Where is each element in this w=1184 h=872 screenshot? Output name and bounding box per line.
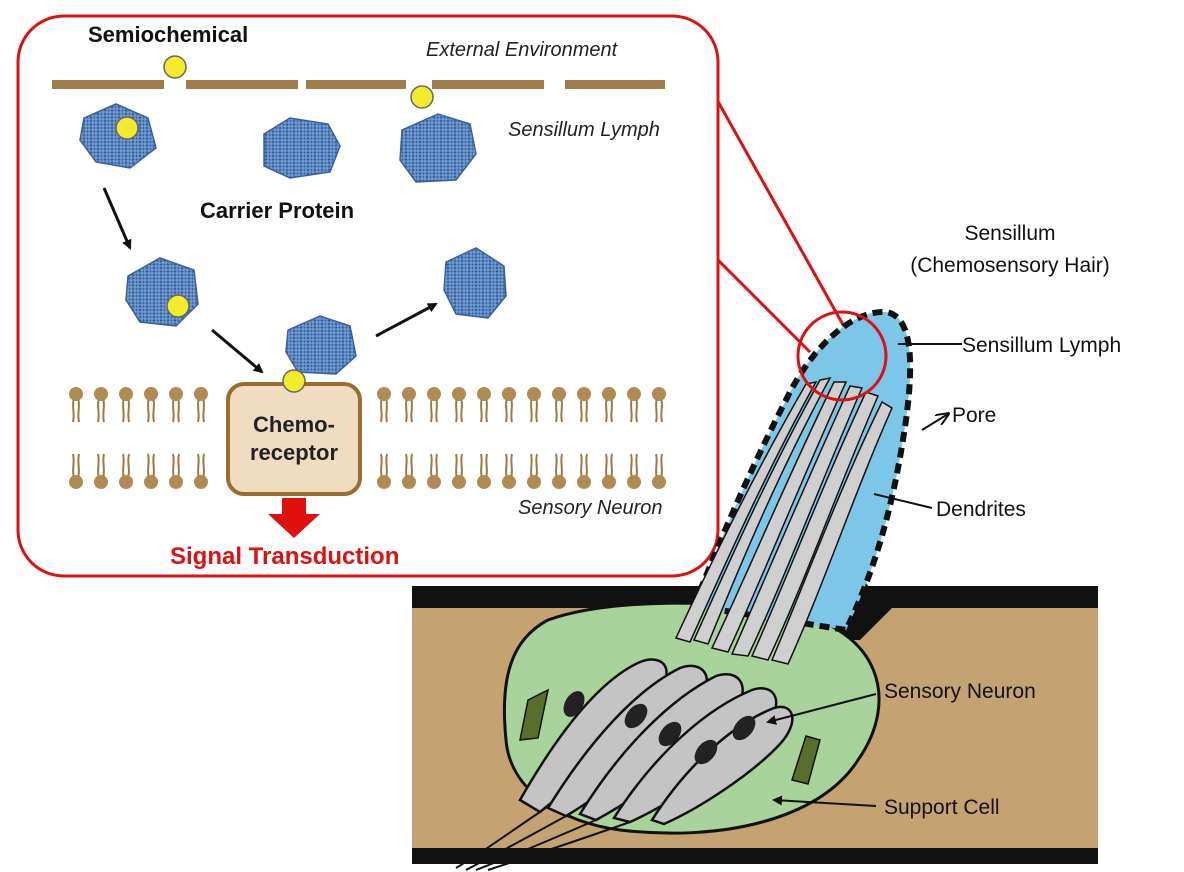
zoom-line-bottom <box>704 246 812 354</box>
signal-arrow <box>268 498 320 538</box>
sensillum-anatomy: Sensillum (Chemosensory Hair) Sensillum … <box>412 222 1121 871</box>
sensillum-lymph-label: Sensillum Lymph <box>962 334 1121 357</box>
sensory-neuron-inset-label: Sensory Neuron <box>518 497 663 519</box>
leader-dendrites <box>873 493 933 509</box>
carrier-protein-label: Carrier Protein <box>200 198 354 223</box>
support-cell-nucleus <box>519 688 550 741</box>
semiochemical-label: Semiochemical <box>88 22 248 47</box>
chemoreceptor-box <box>226 382 362 496</box>
carrier-protein <box>263 117 341 179</box>
flow-arrow <box>102 187 132 250</box>
signal-transduction-label: Signal Transduction <box>170 543 399 570</box>
semiochemical-molecule <box>163 55 187 79</box>
axon-bundle <box>455 811 631 871</box>
flow-arrow <box>211 328 264 374</box>
semiochemical-molecule <box>282 369 306 393</box>
zoom-highlight-circle <box>796 310 888 402</box>
external-environment-label: External Environment <box>426 39 619 61</box>
callout-inset: Chemo- receptor Semiochemical External E… <box>16 14 848 578</box>
support-cell-nucleus <box>791 735 821 785</box>
cuticle-strips <box>52 80 665 89</box>
leader-sensory-neuron <box>766 693 877 725</box>
flow-arrow <box>375 302 438 338</box>
carrier-protein <box>79 103 157 169</box>
dendrites <box>674 376 893 665</box>
sensillum-title-line1: Sensillum <box>964 222 1055 245</box>
sensillum-title-line2: (Chemosensory Hair) <box>910 254 1110 277</box>
leader-support-cell <box>772 795 877 807</box>
sensillum-lymph-inset-label: Sensillum Lymph <box>508 119 660 141</box>
carrier-protein <box>285 315 357 375</box>
support-cell-label: Support Cell <box>884 796 1000 819</box>
neuron-nuclei <box>563 691 756 765</box>
zoom-line-top <box>704 79 848 331</box>
dendrites-label: Dendrites <box>936 498 1026 521</box>
carrier-protein <box>125 257 199 327</box>
leader-pore <box>921 414 948 431</box>
callout-frame <box>16 14 720 578</box>
chemoreceptor-label-2: receptor <box>250 440 338 465</box>
cuticle-bottom-edge <box>412 848 1098 864</box>
chemoreceptor-label-1: Chemo- <box>253 412 335 437</box>
sensory-neuron-label: Sensory Neuron <box>884 680 1036 703</box>
carrier-protein <box>399 113 477 183</box>
carrier-protein <box>443 247 507 319</box>
pore-label: Pore <box>952 404 996 427</box>
semiochemical-molecule <box>410 85 434 109</box>
